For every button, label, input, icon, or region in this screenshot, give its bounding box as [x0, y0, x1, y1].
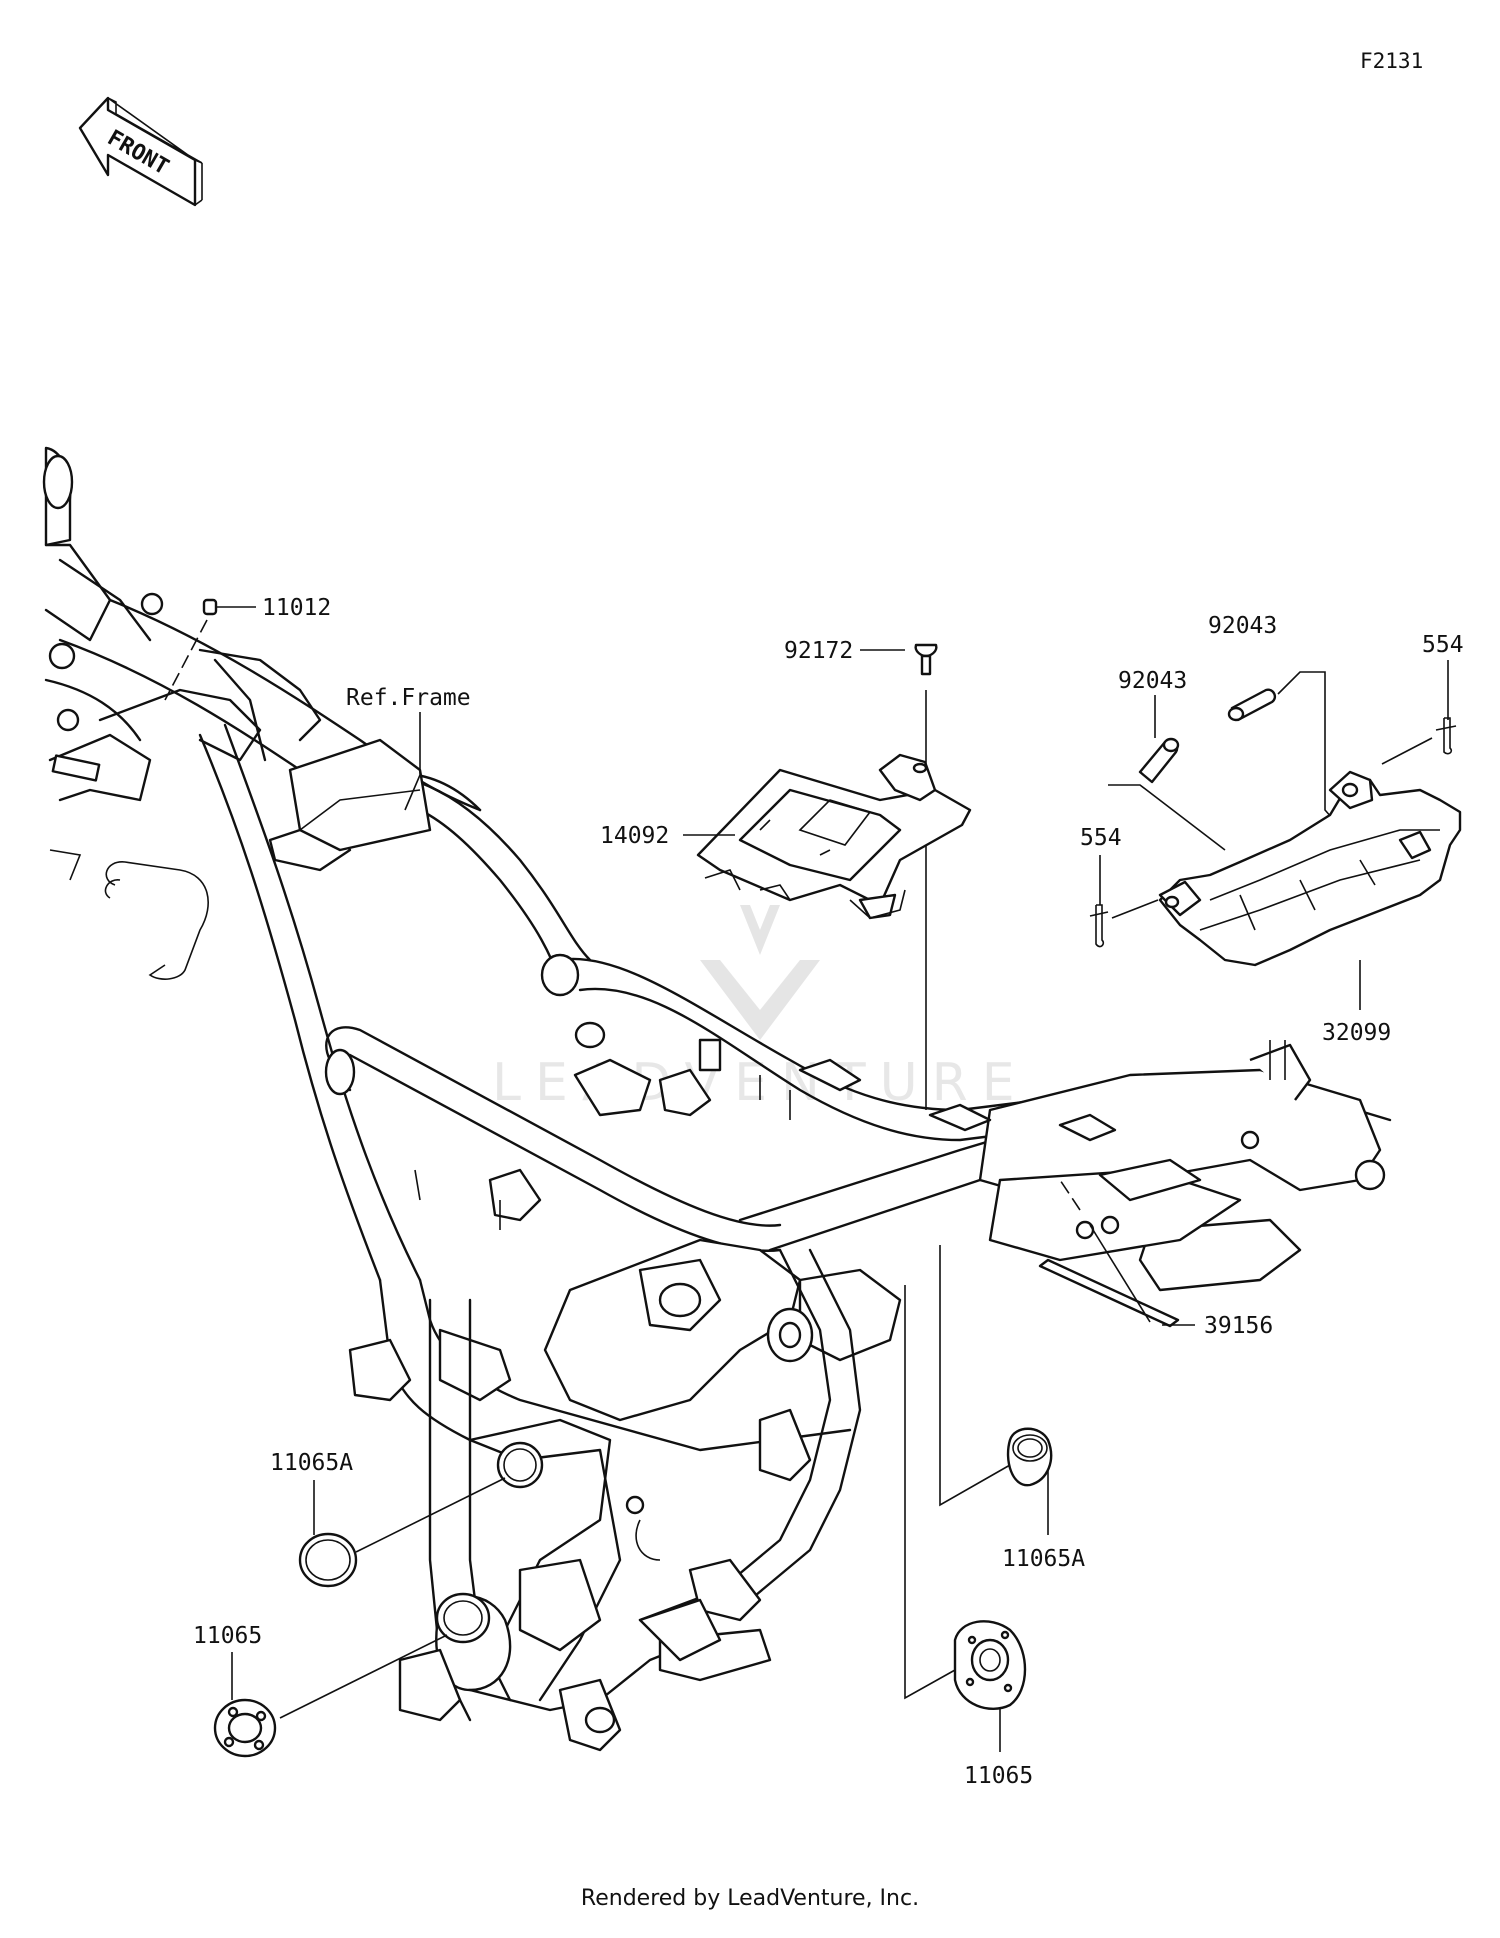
frame-drawing: [42, 446, 1392, 1752]
part-554-b: [1381, 660, 1457, 765]
front-arrow-icon: FRONT: [78, 96, 203, 207]
leader-92043-a: [1108, 784, 1226, 851]
part-92172: [860, 643, 938, 1110]
callout-554-b: 554: [1422, 632, 1464, 658]
ref-frame-label: Ref.Frame: [346, 685, 471, 711]
callout-92172: 92172: [784, 638, 853, 664]
part-11065-left: [213, 1634, 448, 1758]
part-92043-a: [1138, 695, 1180, 784]
callout-92043-a: 92043: [1118, 668, 1187, 694]
part-554-a: [1089, 855, 1159, 948]
callout-11065-left: 11065: [193, 1623, 262, 1649]
part-11065A-right: [939, 1245, 1053, 1535]
diagram-code: F2131: [1360, 49, 1423, 73]
callout-92043-b: 92043: [1208, 613, 1277, 639]
footer-credit: Rendered by LeadVenture, Inc.: [580, 1886, 920, 1911]
callout-554-a: 554: [1080, 825, 1122, 851]
callout-14092: 14092: [600, 823, 669, 849]
callout-11065A-right: 11065A: [1002, 1546, 1085, 1572]
part-39156: [1038, 1179, 1195, 1328]
callout-11012: 11012: [262, 595, 331, 621]
part-11065A-left: [298, 1477, 506, 1588]
callout-39156: 39156: [1204, 1313, 1273, 1339]
part-14092: [683, 753, 972, 920]
part-11065-right: [904, 1285, 1027, 1752]
ref-frame-leader: [404, 712, 421, 811]
part-11012: [164, 598, 256, 701]
part-32099: [1158, 770, 1462, 1010]
callout-11065-right: 11065: [964, 1763, 1033, 1789]
callout-11065A-left: 11065A: [270, 1450, 353, 1476]
callout-32099: 32099: [1322, 1020, 1391, 1046]
watermark: [700, 905, 820, 1040]
